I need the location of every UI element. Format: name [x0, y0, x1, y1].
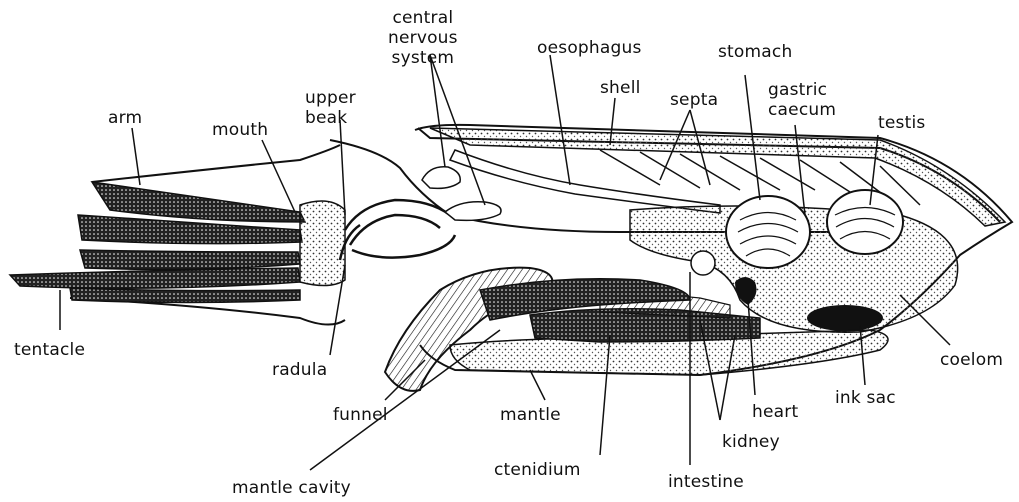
- label-ink-sac: ink sac: [835, 388, 896, 408]
- label-line: gastric: [768, 80, 836, 100]
- label-line: beak: [305, 108, 356, 128]
- label-radula: radula: [272, 360, 327, 380]
- label-shell: shell: [600, 78, 641, 98]
- label-mantle: mantle: [500, 405, 561, 425]
- label-funnel: funnel: [333, 405, 388, 425]
- label-gastric-caecum: gastric caecum: [768, 80, 836, 120]
- label-tentacle: tentacle: [14, 340, 85, 360]
- cerebral-ganglion: [422, 167, 460, 189]
- label-septa: septa: [670, 90, 718, 110]
- beak: [340, 200, 455, 260]
- label-line: upper: [305, 88, 356, 108]
- label-mantle-cavity: mantle cavity: [232, 478, 351, 498]
- label-line: caecum: [768, 100, 836, 120]
- pedal-ganglion: [445, 202, 501, 221]
- intestine-loop: [691, 251, 715, 275]
- label-line: nervous: [388, 28, 458, 48]
- label-coelom: coelom: [940, 350, 1003, 370]
- label-arm: arm: [108, 108, 142, 128]
- label-oesophagus: oesophagus: [537, 38, 642, 58]
- label-line: system: [388, 48, 458, 68]
- testis-organ: [827, 190, 903, 254]
- label-stomach: stomach: [718, 42, 792, 62]
- label-intestine: intestine: [668, 472, 744, 492]
- label-heart: heart: [752, 402, 798, 422]
- ink-sac-organ: [807, 305, 883, 331]
- label-kidney: kidney: [722, 432, 780, 452]
- label-upper-beak: upper beak: [305, 88, 356, 128]
- label-ctenidium: ctenidium: [494, 460, 581, 480]
- label-line: central: [388, 8, 458, 28]
- label-testis: testis: [878, 113, 925, 133]
- buccal-mass: [300, 201, 345, 286]
- label-mouth: mouth: [212, 120, 268, 140]
- arms: [10, 182, 305, 303]
- label-central-nervous-system: central nervous system: [388, 8, 458, 68]
